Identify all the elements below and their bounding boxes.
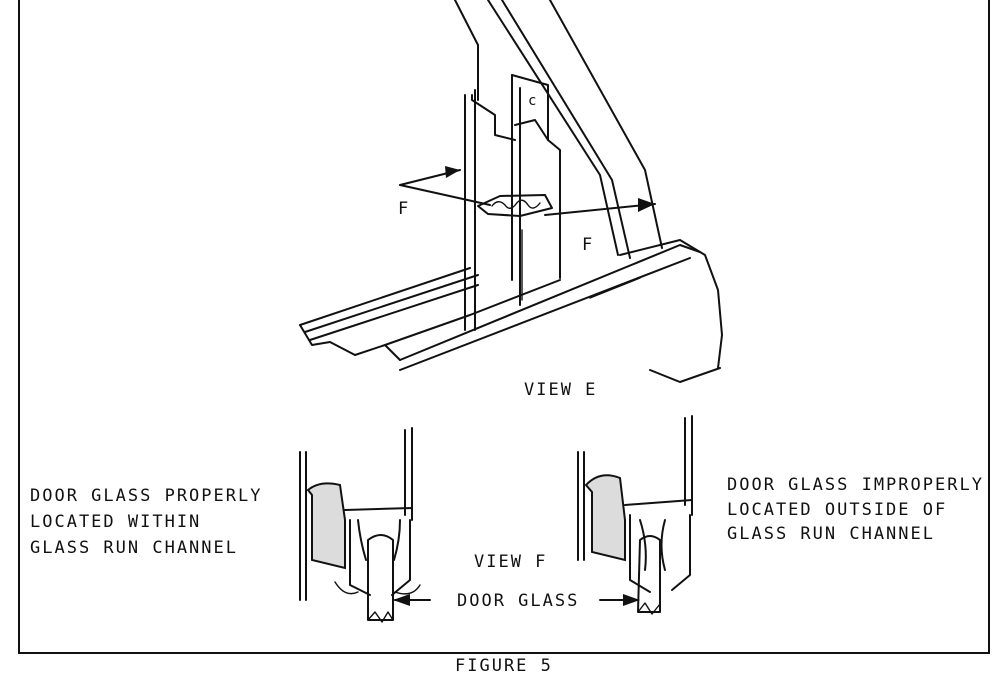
proper-caption-line-3: GLASS RUN CHANNEL <box>30 538 238 558</box>
window-frame-rails <box>454 0 663 259</box>
proper-caption-line-1: DOOR GLASS PROPERLY <box>30 486 263 506</box>
improper-caption-line-1: DOOR GLASS IMPROPERLY <box>727 475 984 495</box>
channel-mark: c <box>528 93 539 109</box>
improper-caption-line-2: LOCATED OUTSIDE OF <box>727 500 948 520</box>
door-glass-arrows <box>393 594 640 606</box>
glass-run-channel <box>464 74 561 331</box>
proper-caption-line-2: LOCATED WITHIN <box>30 512 202 532</box>
door-glass-label: DOOR GLASS <box>457 591 580 611</box>
view-f-label: VIEW F <box>474 552 548 572</box>
view-e-label: VIEW E <box>524 380 598 400</box>
channel-clip <box>477 194 553 217</box>
figure-frame <box>18 0 990 654</box>
figure-caption: FIGURE 5 <box>455 656 553 676</box>
section-improper <box>577 415 693 615</box>
door-panel <box>299 239 723 383</box>
section-arrows <box>399 166 656 216</box>
section-label-f-left: F <box>398 199 411 219</box>
section-label-f-right: F <box>582 235 595 255</box>
improper-caption-line-3: GLASS RUN CHANNEL <box>727 524 935 544</box>
section-proper <box>299 427 421 623</box>
